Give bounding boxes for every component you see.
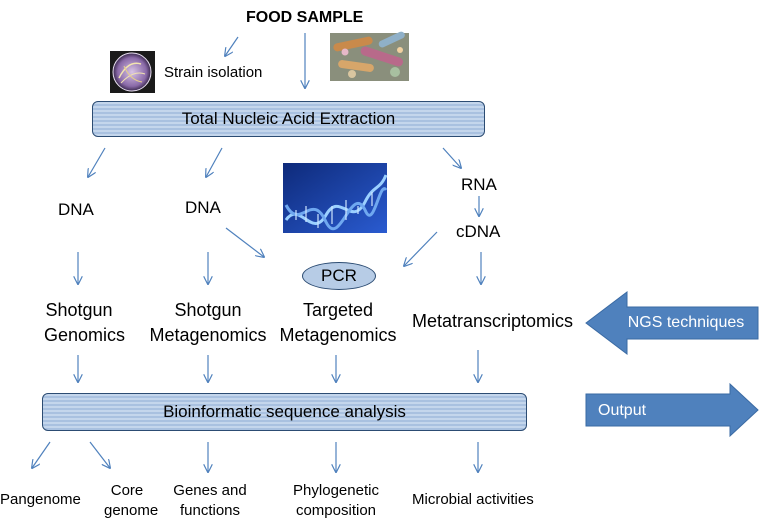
phylogenetic-line1: Phylogenetic <box>293 482 379 499</box>
arrow-analysis-to-core-genome <box>89 441 110 468</box>
dna-label-2: DNA <box>185 198 221 217</box>
phylogenetic-label: Phylogenetic composition <box>284 481 388 521</box>
ngs-block-arrow <box>585 290 759 356</box>
bioinformatics-label: Bioinformatic sequence analysis <box>163 402 406 421</box>
genes-functions-line2: functions <box>179 502 241 519</box>
core-genome-line2: genome <box>104 502 159 519</box>
arrow-extraction-to-dna2 <box>206 147 223 177</box>
targeted-metagenomics-line1: Targeted <box>302 300 374 320</box>
output-block-arrow <box>585 382 759 438</box>
dna-label-1: DNA <box>58 200 94 219</box>
shotgun-genomics-label: Shotgun Genomics <box>44 298 126 348</box>
shotgun-genomics-line1: Shotgun <box>45 300 113 320</box>
core-genome-line1: Core <box>110 482 144 499</box>
cdna-label: cDNA <box>456 222 501 241</box>
rna-label: RNA <box>461 175 497 194</box>
core-genome-label: Core genome <box>104 481 159 521</box>
arrow-analysis-to-pangenome <box>32 441 51 468</box>
arrow-extraction-to-dna1 <box>88 147 106 177</box>
pcr-label: PCR <box>321 266 357 285</box>
genes-functions-line1: Genes and <box>173 482 247 499</box>
shotgun-metagenomics-label: Shotgun Metagenomics <box>148 298 268 348</box>
shotgun-metagenomics-line1: Shotgun <box>174 300 242 320</box>
microbes-image <box>330 31 409 81</box>
targeted-metagenomics-label: Targeted Metagenomics <box>278 298 398 348</box>
extraction-label: Total Nucleic Acid Extraction <box>181 109 396 128</box>
output-label: Output <box>598 402 647 419</box>
food-sample-title: FOOD SAMPLE <box>246 9 364 26</box>
pcr-ellipse: PCR <box>302 262 376 290</box>
ngs-techniques-label: NGS techniques <box>627 314 745 331</box>
shotgun-genomics-line2: Genomics <box>44 325 126 345</box>
shotgun-metagenomics-line2: Metagenomics <box>149 325 267 345</box>
microbial-activities-label: Microbial activities <box>412 491 534 508</box>
strain-isolation-label: Strain isolation <box>164 64 263 81</box>
phylogenetic-line2: composition <box>295 502 377 519</box>
metatranscriptomics-label: Metatranscriptomics <box>412 311 574 331</box>
arrow-dna2-to-pcr <box>225 227 264 257</box>
petri-dish-image <box>110 51 155 93</box>
pangenome-label: Pangenome <box>0 491 81 508</box>
arrow-food-to-isolation <box>225 36 239 56</box>
dna-helix-image <box>283 163 388 233</box>
arrow-extraction-to-rna <box>442 147 461 168</box>
genes-functions-label: Genes and functions <box>168 481 252 521</box>
targeted-metagenomics-line2: Metagenomics <box>279 325 397 345</box>
bioinformatics-box: Bioinformatic sequence analysis <box>42 393 527 431</box>
extraction-box: Total Nucleic Acid Extraction <box>92 101 485 137</box>
arrow-cdna-to-pcr <box>404 231 438 266</box>
